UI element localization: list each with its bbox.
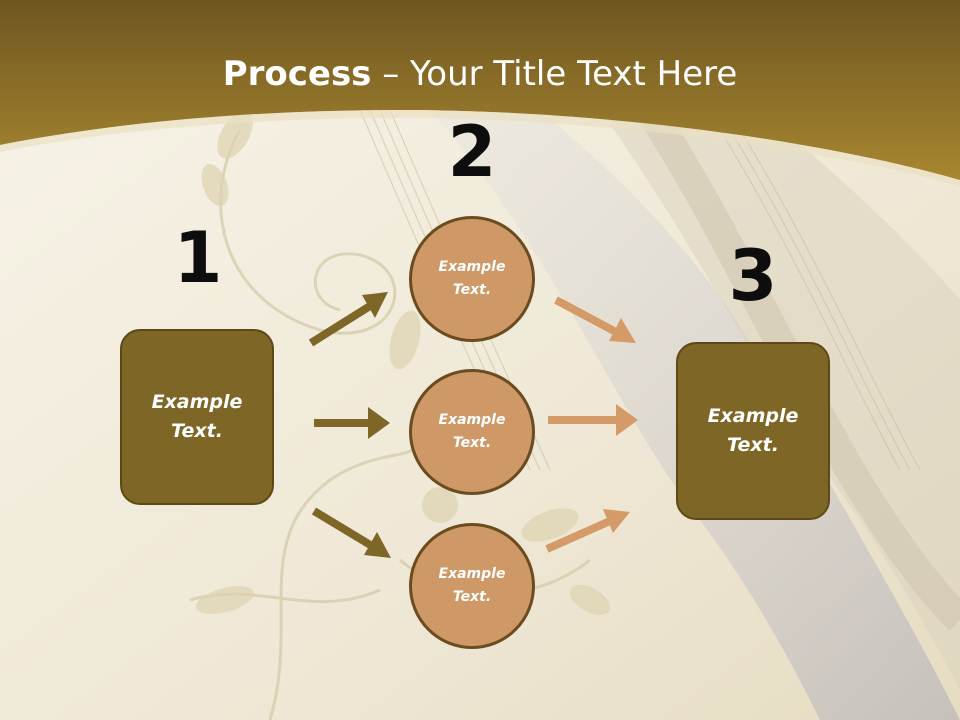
- left-step-box-text: Example Text.: [151, 391, 243, 442]
- left-step-box: Example Text.: [120, 329, 274, 505]
- slide-title: Process – Your Title Text Here: [0, 52, 960, 96]
- step-circle-bottom: Example Text.: [409, 523, 535, 649]
- step-circle-bottom-text: Example Text.: [438, 566, 506, 605]
- right-step-box-text: Example Text.: [707, 405, 799, 456]
- right-step-box: Example Text.: [676, 342, 830, 520]
- step-circle-middle: Example Text.: [409, 369, 535, 495]
- title-rest: – Your Title Text Here: [371, 54, 738, 94]
- step-circle-middle-text: Example Text.: [438, 412, 506, 451]
- step-circle-top: Example Text.: [409, 216, 535, 342]
- title-bold: Process: [222, 54, 372, 94]
- step-number-3: 3: [728, 235, 778, 317]
- step-number-1: 1: [173, 217, 223, 299]
- step-circle-top-text: Example Text.: [438, 259, 506, 298]
- step-number-2: 2: [447, 111, 497, 193]
